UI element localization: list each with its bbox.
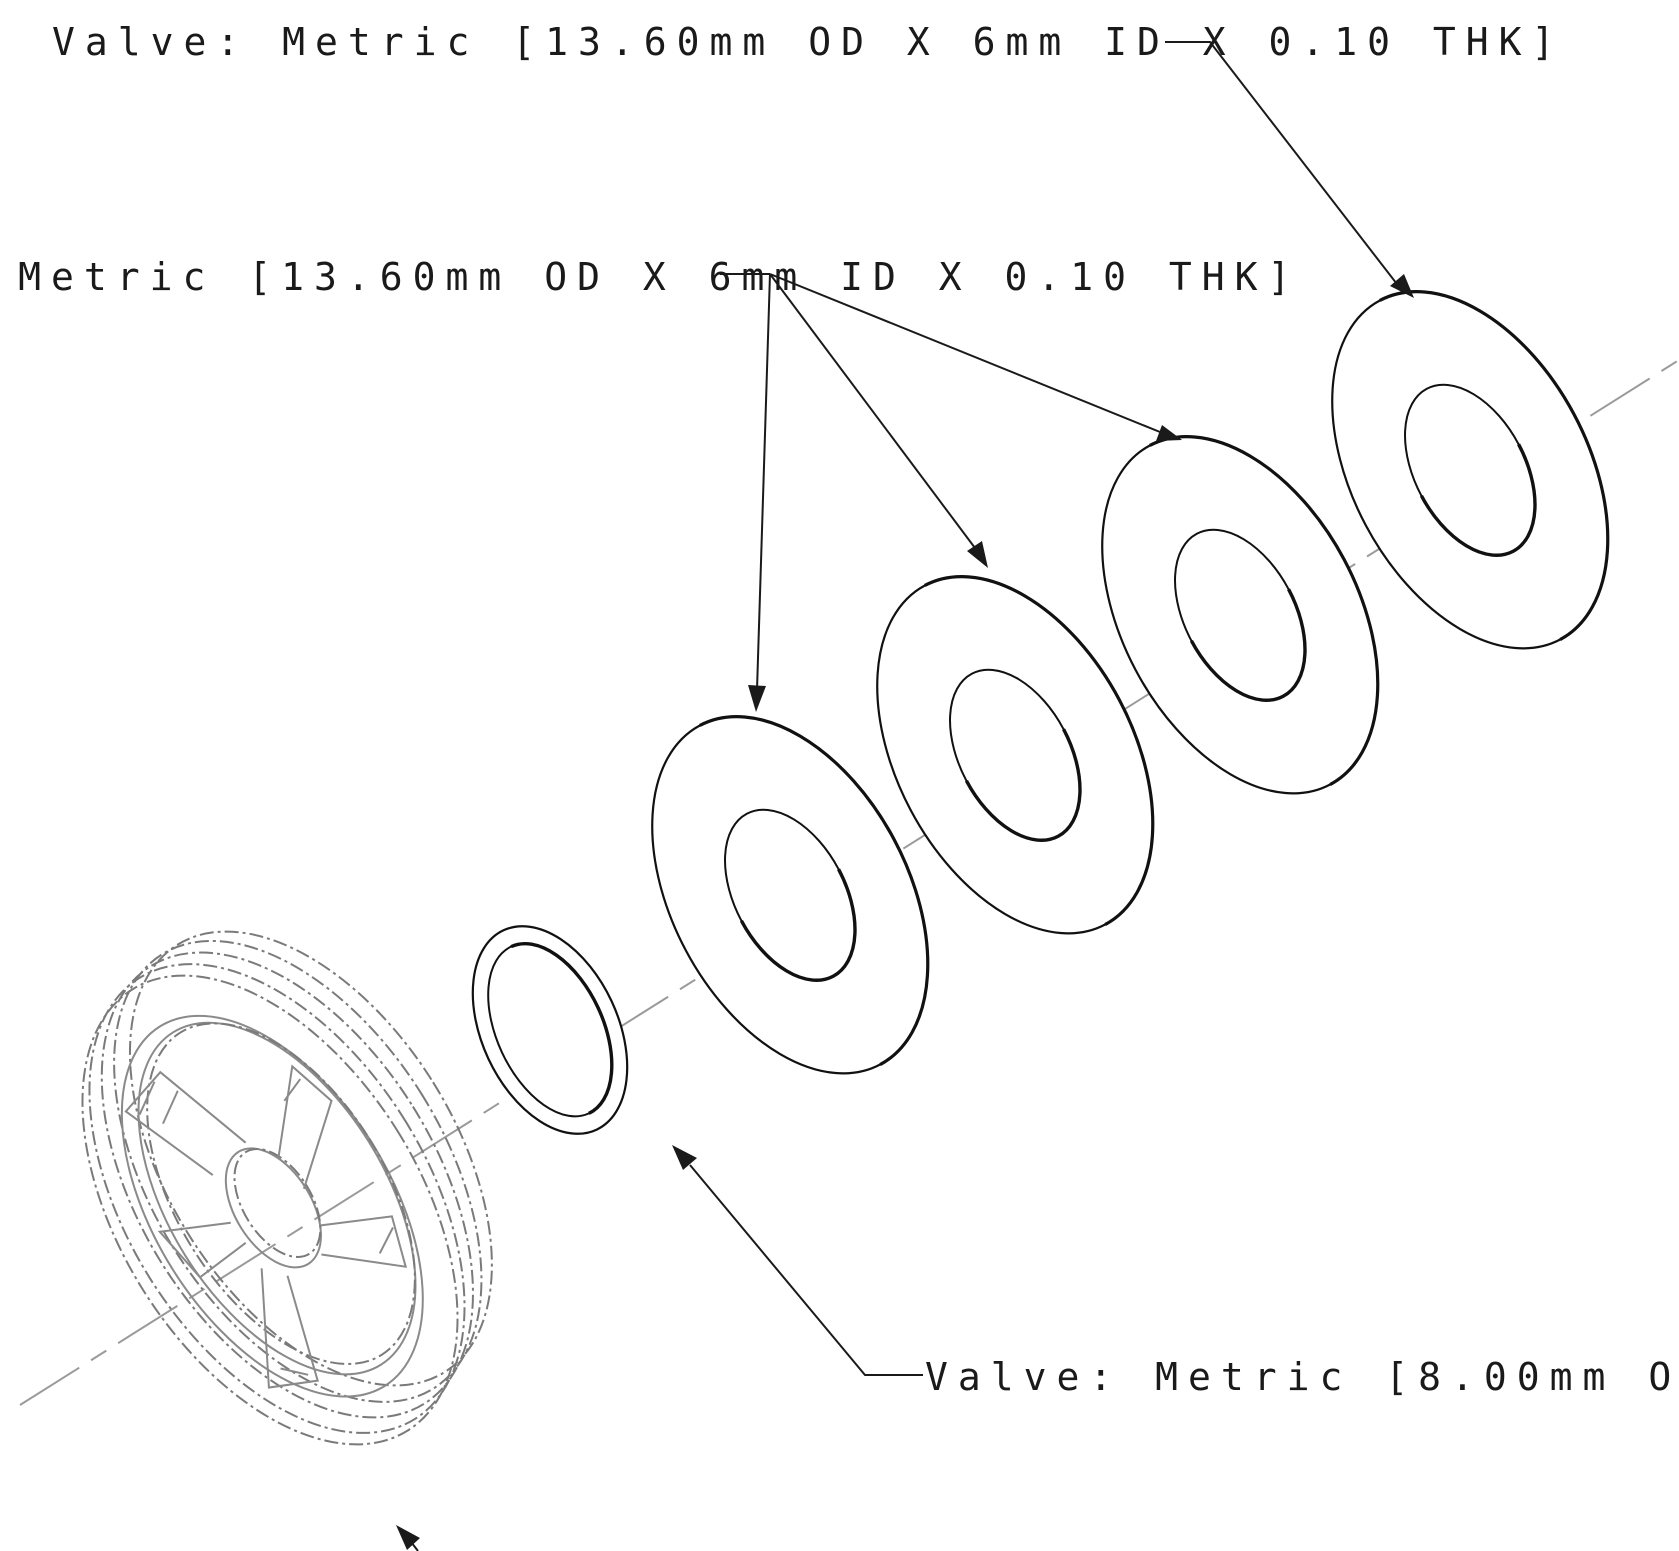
shim-8mm [471,925,629,1135]
shim-13-60mm-4 [1331,290,1610,650]
callout-bottom: Valve: Metric [8.00mm OD X 6mm ID X 0.10… [925,1355,1679,1399]
leader-lines [396,41,1414,1551]
callout-middle: Valve: Metric [13.60mm OD X 6mm ID X 0.1… [0,255,1300,299]
shim-13-60mm-2 [876,575,1155,935]
shim-13-60mm-3 [1101,435,1380,795]
shim-13-60mm-1 [651,715,930,1075]
callout-top: Valve: Metric [13.60mm OD X 6mm ID X 0.1… [52,20,1564,64]
